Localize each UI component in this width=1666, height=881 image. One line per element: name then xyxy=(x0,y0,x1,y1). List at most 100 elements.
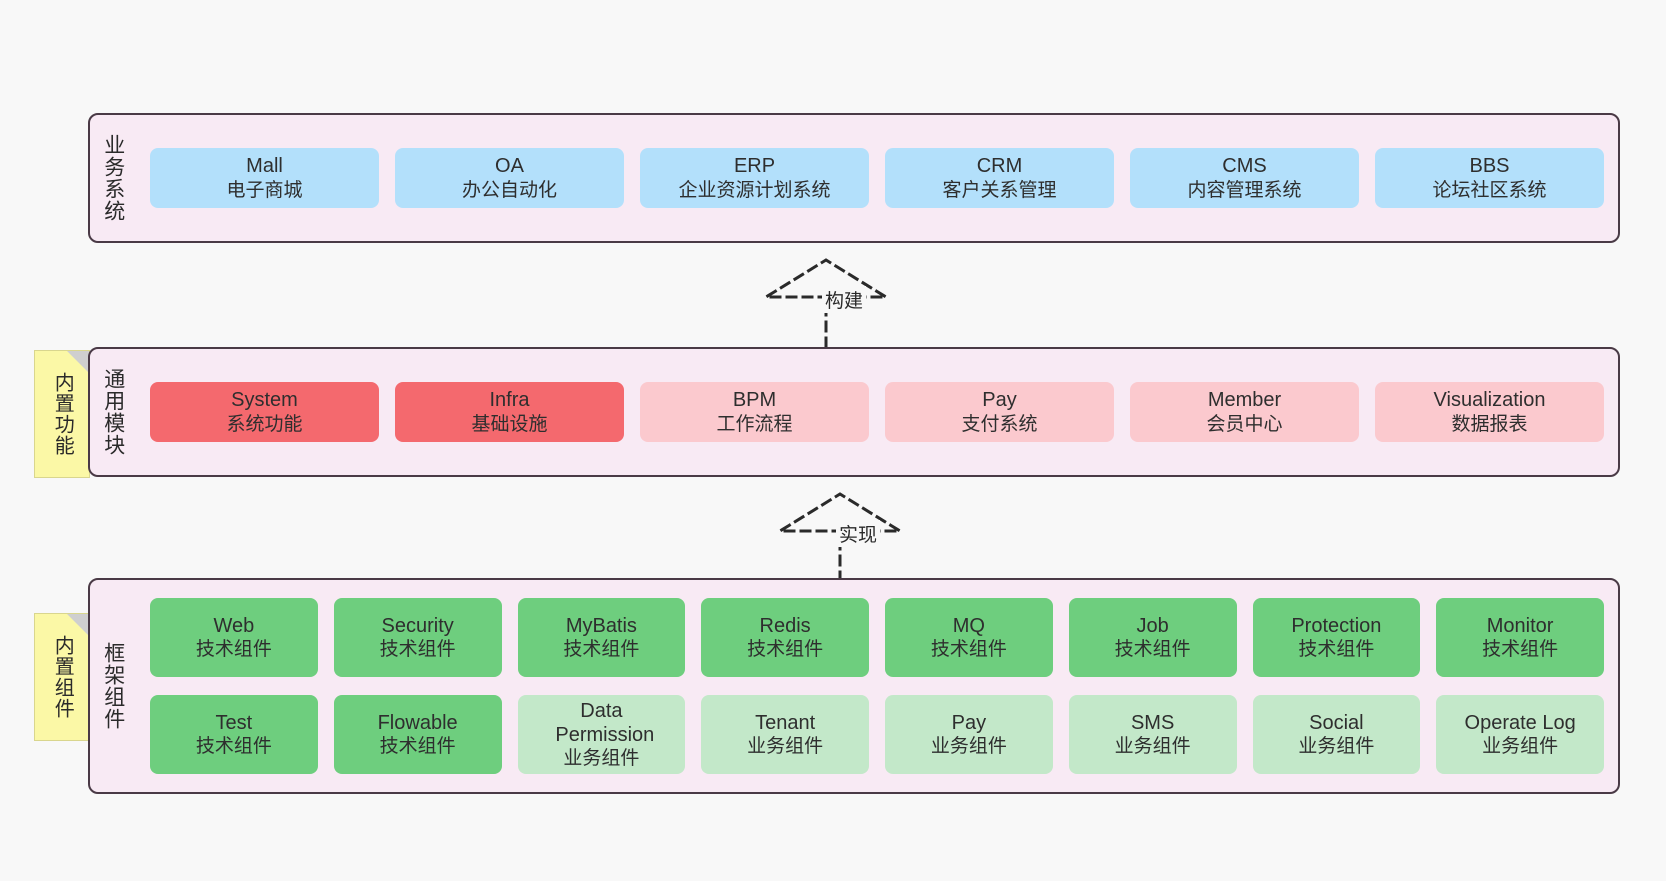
node-sms[interactable]: SMS 业务组件 xyxy=(1068,695,1237,774)
node-subtitle: 支付系统 xyxy=(961,413,1038,435)
connector-build-label: 构建 xyxy=(822,286,867,313)
node-title: Pay xyxy=(982,389,1017,412)
node-flowable[interactable]: Flowable 技术组件 xyxy=(333,695,502,774)
node-crm[interactable]: CRM 客户关系管理 xyxy=(885,148,1114,208)
sticky-note-builtin-features: 内置功能 xyxy=(34,350,90,478)
node-data-permission[interactable]: Data Permission 业务组件 xyxy=(517,695,686,774)
tier-row: Test 技术组件 Flowable 技术组件 Data Permission … xyxy=(150,695,1604,774)
tier-title-modules: 通用模块 xyxy=(101,368,125,456)
node-subtitle: 技术组件 xyxy=(930,639,1007,661)
node-oa[interactable]: OA 办公自动化 xyxy=(395,148,624,208)
node-system[interactable]: System 系统功能 xyxy=(150,382,379,442)
node-job[interactable]: Job 技术组件 xyxy=(1068,598,1237,677)
node-bbs[interactable]: BBS 论坛社区系统 xyxy=(1375,148,1604,208)
node-subtitle: 电子商城 xyxy=(226,179,303,201)
tier-row: Mall 电子商城 OA 办公自动化 ERP 企业资源计划系统 CRM 客户关系… xyxy=(150,148,1604,208)
node-title: System xyxy=(231,389,298,412)
node-title: Redis xyxy=(759,614,811,637)
node-mybatis[interactable]: MyBatis 技术组件 xyxy=(517,598,686,677)
tier-title-business: 业务系统 xyxy=(101,134,125,222)
node-security[interactable]: Security 技术组件 xyxy=(333,598,502,677)
node-bpm[interactable]: BPM 工作流程 xyxy=(640,382,869,442)
node-title: Tenant xyxy=(755,711,816,734)
node-title: BPM xyxy=(732,389,777,412)
tier-row: Web 技术组件 Security 技术组件 MyBatis 技术组件 Redi… xyxy=(150,598,1604,677)
node-subtitle: 数据报表 xyxy=(1451,413,1528,435)
node-tenant[interactable]: Tenant 业务组件 xyxy=(701,695,869,774)
node-subtitle: 技术组件 xyxy=(1114,639,1191,661)
node-monitor[interactable]: Monitor 技术组件 xyxy=(1436,598,1604,677)
sticky-note-label: 内置功能 xyxy=(51,372,74,456)
tier-title-framework: 框架组件 xyxy=(101,642,125,730)
tier-body-framework: Web 技术组件 Security 技术组件 MyBatis 技术组件 Redi… xyxy=(136,580,1618,792)
node-subtitle: 内容管理系统 xyxy=(1187,179,1302,201)
node-subtitle: 客户关系管理 xyxy=(942,179,1057,201)
tier-business-systems: 业务系统 Mall 电子商城 OA 办公自动化 ERP 企业资源计划系统 CRM… xyxy=(88,113,1620,243)
node-title: Test xyxy=(215,711,253,734)
node-title: Data Permission xyxy=(555,699,655,746)
node-title: Job xyxy=(1136,614,1169,637)
node-title: Social xyxy=(1309,711,1364,734)
node-social[interactable]: Social 业务组件 xyxy=(1252,695,1421,774)
node-protection[interactable]: Protection 技术组件 xyxy=(1252,598,1421,677)
connector-implement-label: 实现 xyxy=(836,520,881,547)
node-subtitle: 技术组件 xyxy=(195,639,272,661)
tier-row: System 系统功能 Infra 基础设施 BPM 工作流程 Pay 支付系统… xyxy=(150,382,1604,442)
sticky-note-label: 内置组件 xyxy=(51,635,74,719)
node-title: Security xyxy=(381,614,454,637)
node-pay-module[interactable]: Pay 支付系统 xyxy=(885,382,1114,442)
node-subtitle: 系统功能 xyxy=(226,413,303,435)
node-erp[interactable]: ERP 企业资源计划系统 xyxy=(640,148,869,208)
node-mq[interactable]: MQ 技术组件 xyxy=(885,598,1053,677)
node-title: Flowable xyxy=(377,711,458,734)
node-title: OA xyxy=(495,155,524,178)
node-member[interactable]: Member 会员中心 xyxy=(1130,382,1359,442)
node-web[interactable]: Web 技术组件 xyxy=(150,598,318,677)
node-subtitle: 业务组件 xyxy=(1114,736,1191,758)
node-test[interactable]: Test 技术组件 xyxy=(150,695,318,774)
node-subtitle: 技术组件 xyxy=(1298,639,1375,661)
node-subtitle: 业务组件 xyxy=(563,748,640,770)
node-subtitle: 技术组件 xyxy=(379,736,456,758)
node-title: Web xyxy=(213,614,255,637)
connector-implement: 实现 xyxy=(758,486,944,586)
tier-common-modules: 通用模块 System 系统功能 Infra 基础设施 BPM 工作流程 Pay… xyxy=(88,347,1620,477)
node-subtitle: 业务组件 xyxy=(930,736,1007,758)
node-redis[interactable]: Redis 技术组件 xyxy=(701,598,869,677)
tier-framework-components: 框架组件 Web 技术组件 Security 技术组件 MyBatis 技术组件… xyxy=(88,578,1620,794)
node-subtitle: 会员中心 xyxy=(1206,413,1283,435)
node-title: MyBatis xyxy=(565,614,637,637)
node-infra[interactable]: Infra 基础设施 xyxy=(395,382,624,442)
node-title: SMS xyxy=(1130,711,1175,734)
node-title: Mall xyxy=(246,155,283,178)
node-subtitle: 技术组件 xyxy=(1482,639,1559,661)
node-subtitle: 技术组件 xyxy=(747,639,824,661)
node-title: CRM xyxy=(976,155,1023,178)
node-title: Protection xyxy=(1291,614,1382,637)
node-title: CMS xyxy=(1222,155,1267,178)
node-cms[interactable]: CMS 内容管理系统 xyxy=(1130,148,1359,208)
node-subtitle: 办公自动化 xyxy=(461,179,557,201)
tier-body-modules: System 系统功能 Infra 基础设施 BPM 工作流程 Pay 支付系统… xyxy=(136,349,1618,475)
node-title: BBS xyxy=(1469,155,1510,178)
node-subtitle: 业务组件 xyxy=(1482,736,1559,758)
node-title: ERP xyxy=(733,155,776,178)
tier-body-business: Mall 电子商城 OA 办公自动化 ERP 企业资源计划系统 CRM 客户关系… xyxy=(136,115,1618,241)
node-title: Pay xyxy=(951,711,987,734)
node-title: Member xyxy=(1207,389,1282,412)
node-title: Visualization xyxy=(1433,389,1546,412)
node-title: Infra xyxy=(489,389,530,412)
node-title: MQ xyxy=(952,614,985,637)
node-subtitle: 工作流程 xyxy=(716,413,793,435)
node-mall[interactable]: Mall 电子商城 xyxy=(150,148,379,208)
node-subtitle: 业务组件 xyxy=(747,736,824,758)
sticky-note-builtin-components: 内置组件 xyxy=(34,613,90,741)
node-subtitle: 论坛社区系统 xyxy=(1432,179,1547,201)
node-visualization[interactable]: Visualization 数据报表 xyxy=(1375,382,1604,442)
node-pay-component[interactable]: Pay 业务组件 xyxy=(885,695,1053,774)
node-subtitle: 技术组件 xyxy=(195,736,272,758)
node-subtitle: 基础设施 xyxy=(471,413,548,435)
node-subtitle: 企业资源计划系统 xyxy=(678,179,831,201)
node-operate-log[interactable]: Operate Log 业务组件 xyxy=(1436,695,1604,774)
node-subtitle: 技术组件 xyxy=(563,639,640,661)
